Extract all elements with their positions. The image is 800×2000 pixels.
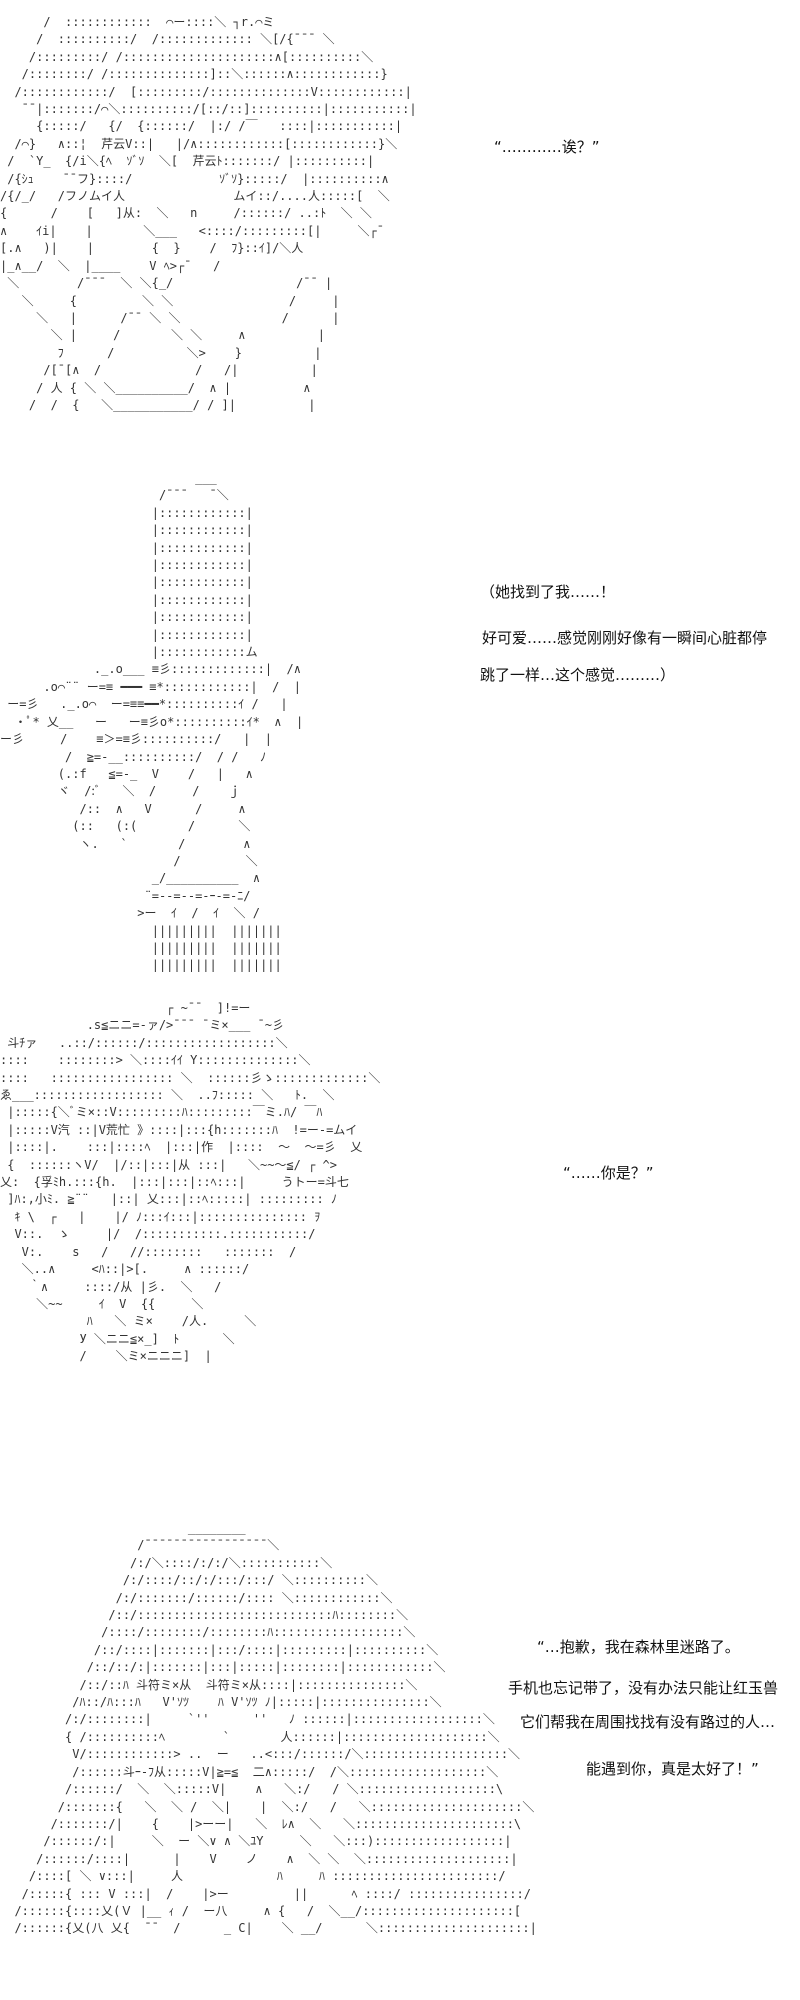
- panel-3: ┌ ~¯¯ ]!=ー .s≦ニニ=-ァ/>¯¯¯ ¯ミ×___ ¯~彡 斗ﾁァ …: [0, 980, 800, 1460]
- ascii-art-girl-apologizing: ________ /¯¯¯¯¯¯¯¯¯¯¯¯¯¯¯¯¯＼ /:/＼::::/:/…: [14, 1521, 537, 1936]
- panel-1: / :::::::::::: ⌒ー::::＼ ┐r.⌒ミ / :::::::::…: [0, 0, 800, 440]
- dialogue-line: 好可爱……感觉刚刚好像有一瞬间心脏都停: [482, 629, 768, 647]
- dialogue-line: 它们帮我在周围找找有没有路过的人…: [520, 1713, 776, 1731]
- dialogue-line: “……你是？”: [563, 1164, 654, 1182]
- dialogue-line: 跳了一样…这个感觉………）: [480, 666, 676, 684]
- dialogue-line: “…抱歉，我在森林里迷路了。: [537, 1638, 740, 1656]
- dialogue-line: 能遇到你，真是太好了！”: [586, 1760, 759, 1778]
- dialogue-line: （她找到了我……！: [480, 583, 616, 601]
- ascii-art-girl-face: ┌ ~¯¯ ]!=ー .s≦ニニ=-ァ/>¯¯¯ ¯ミ×___ ¯~彡 斗ﾁァ …: [0, 1001, 381, 1364]
- dialogue-line: 手机也忘记带了，没有办法只能让红玉兽: [508, 1679, 779, 1697]
- dialogue-line: “…………诶？”: [494, 138, 600, 156]
- panel-4: ________ /¯¯¯¯¯¯¯¯¯¯¯¯¯¯¯¯¯＼ /:/＼::::/:/…: [0, 1460, 800, 2000]
- ascii-art-character-back-view: ___ /¯¯¯ ¯＼ |::::::::::::| |::::::::::::…: [0, 471, 304, 973]
- panel-2: ___ /¯¯¯ ¯＼ |::::::::::::| |::::::::::::…: [0, 440, 800, 980]
- ascii-art-character-surprised: / :::::::::::: ⌒ー::::＼ ┐r.⌒ミ / :::::::::…: [0, 15, 417, 412]
